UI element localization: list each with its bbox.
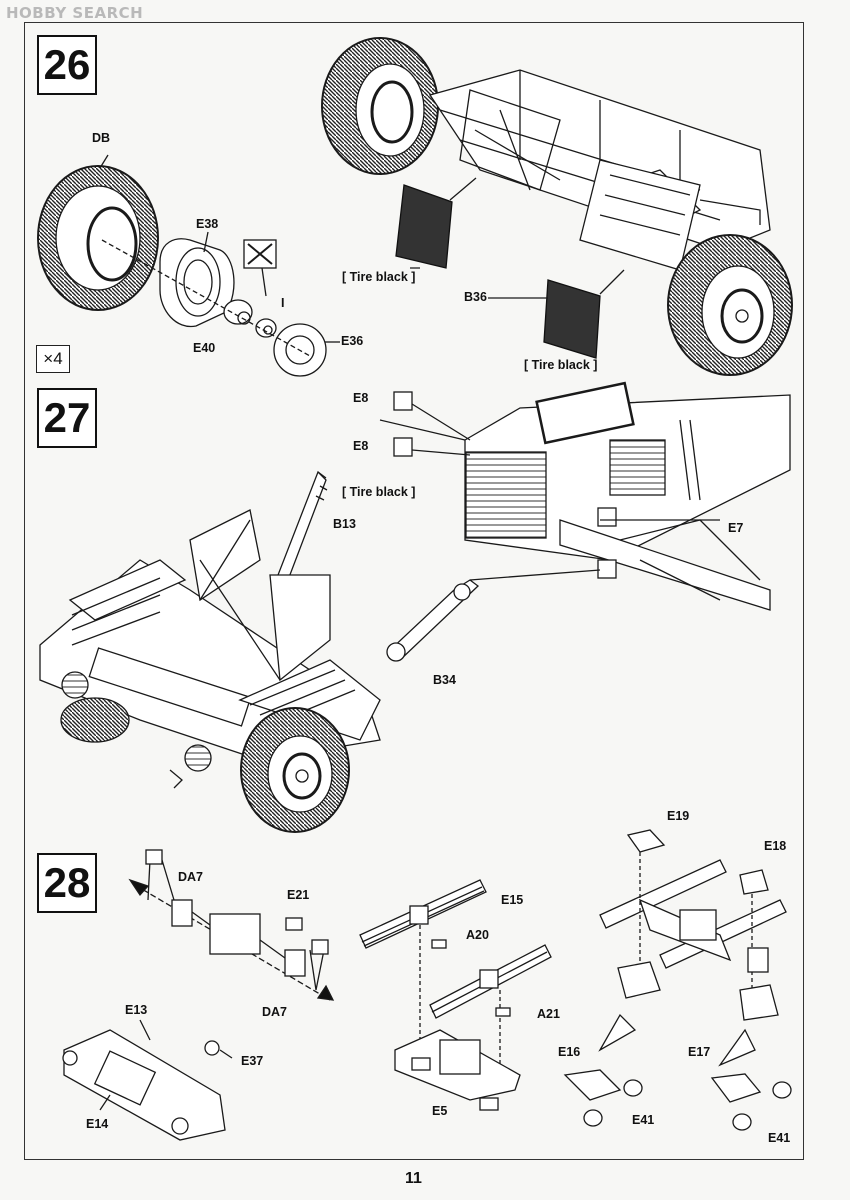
page-number: 11: [405, 1170, 422, 1187]
part-label-I: I: [281, 296, 285, 310]
part-label-B36: B36: [464, 290, 487, 304]
paint-note-tire-black: [ Tire black ]: [524, 358, 598, 372]
part-label-E41: E41: [768, 1131, 791, 1145]
part-label-E14: E14: [86, 1117, 109, 1131]
step27-cab-frame: [464, 381, 791, 611]
part-label-E21: E21: [287, 888, 310, 902]
part-label-E7: E7: [728, 521, 744, 535]
part-label-E18: E18: [764, 839, 787, 853]
step-28-number: 28: [37, 853, 97, 913]
part-label-DB: DB: [92, 131, 111, 145]
step28-front-axle: [62, 1019, 233, 1141]
watermark: HOBBY SEARCH: [6, 4, 144, 22]
part-label-E37: E37: [241, 1054, 264, 1068]
page-frame: [24, 22, 804, 1160]
step28-leaf-springs: [359, 879, 552, 1111]
part-label-E13: E13: [125, 1003, 148, 1017]
paint-note-tire-black: [ Tire black ]: [342, 485, 416, 499]
part-label-E36: E36: [341, 334, 364, 348]
part-label-E19: E19: [667, 809, 690, 823]
part-label-DA7: DA7: [178, 870, 204, 884]
part-label-E40: E40: [193, 341, 216, 355]
part-label-E5: E5: [432, 1104, 448, 1118]
part-label-E38: E38: [196, 217, 219, 231]
part-label-B34: B34: [433, 673, 456, 687]
part-label-E8: E8: [353, 439, 369, 453]
part-label-A21: A21: [537, 1007, 560, 1021]
step27-small-parts: [277, 391, 720, 662]
quantity-multiplier: ×4: [36, 345, 70, 373]
part-label-E8: E8: [353, 391, 369, 405]
step26-tire-exploded: [37, 154, 340, 377]
part-label-E41: E41: [632, 1113, 655, 1127]
step28-rear-axle: [128, 849, 335, 1001]
part-label-E15: E15: [501, 893, 524, 907]
paint-note-tire-black: [ Tire black ]: [342, 270, 416, 284]
step-27-number: 27: [37, 388, 97, 448]
step28-right-assembly: [563, 829, 792, 1131]
step27-rear-chassis: [39, 509, 381, 833]
part-label-A20: A20: [466, 928, 489, 942]
part-label-E17: E17: [688, 1045, 711, 1059]
part-label-B13: B13: [333, 517, 356, 531]
step26-chassis: [321, 37, 793, 376]
step-26-number: 26: [37, 35, 97, 95]
part-label-DA7: DA7: [262, 1005, 288, 1019]
part-label-E16: E16: [558, 1045, 581, 1059]
